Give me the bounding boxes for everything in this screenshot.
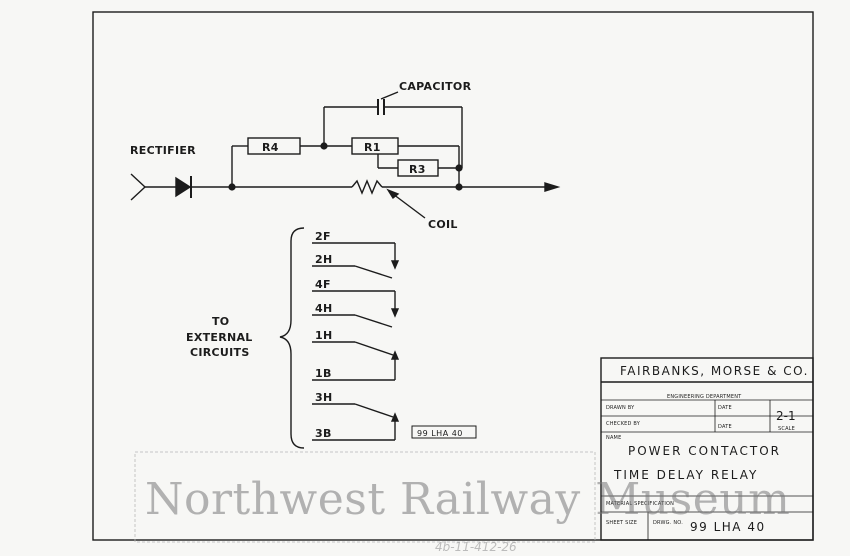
checked-by-label: CHECKED BY xyxy=(606,421,641,427)
capacitor-label: CAPACITOR xyxy=(399,80,472,93)
title-line-1: POWER CONTACTOR xyxy=(628,444,781,458)
coil-label: COIL xyxy=(428,218,458,231)
input-terminal xyxy=(130,173,147,201)
contact-label-2f: 2F xyxy=(315,230,331,243)
sheet-size-label: SHEET SIZE xyxy=(606,520,637,526)
contact-label-4f: 4F xyxy=(315,278,331,291)
drawing-tag-box xyxy=(411,425,477,439)
drawing-number: 99 LHA 40 xyxy=(690,520,766,534)
coil xyxy=(351,179,383,195)
name-label: NAME xyxy=(606,435,621,441)
scale-label: SCALE xyxy=(778,426,795,432)
contact-label-1b: 1B xyxy=(315,367,332,380)
date-label-2: DATE xyxy=(718,424,732,430)
drawing-border xyxy=(92,11,814,541)
material-spec-label: MATERIAL SPECIFICATION xyxy=(606,501,674,507)
rectifier-diode xyxy=(175,176,192,198)
drawing-no-label: DRWG. NO. xyxy=(653,520,683,526)
drawn-by-label: DRAWN BY xyxy=(606,405,635,411)
r1-label: R1 xyxy=(364,141,381,154)
output-arrow xyxy=(544,182,561,192)
junction-dot xyxy=(320,142,328,150)
junction-dot xyxy=(455,164,463,172)
junction-dot xyxy=(228,183,236,191)
external-circuits-label-1: TO xyxy=(212,315,229,328)
contact-label-3h: 3H xyxy=(315,391,332,404)
r3-label: R3 xyxy=(409,163,426,176)
junction-dot xyxy=(455,183,463,191)
title-block xyxy=(600,357,814,541)
pencil-sketch-box xyxy=(134,451,596,543)
contact-label-2h: 2H xyxy=(315,253,332,266)
drawing-tag: 99 LHA 40 xyxy=(417,429,463,438)
company-name: FAIRBANKS, MORSE & CO. xyxy=(620,364,809,378)
contact-label-3b: 3B xyxy=(315,427,332,440)
scale-value: 2-1 xyxy=(776,409,796,423)
external-circuits-label-3: CIRCUITS xyxy=(190,346,250,359)
title-line-2: TIME DELAY RELAY xyxy=(613,468,758,482)
external-circuits-brace xyxy=(279,227,305,449)
contact-label-4h: 4H xyxy=(315,302,332,315)
external-circuits-label-2: EXTERNAL xyxy=(186,331,253,344)
r4-label: R4 xyxy=(262,141,279,154)
pencil-note: 4b-11-412-26 xyxy=(435,540,517,554)
contact-label-1h: 1H xyxy=(315,329,332,342)
rectifier-label: RECTIFIER xyxy=(130,144,196,157)
museum-watermark: Northwest Railway Museum xyxy=(145,474,791,525)
department: ENGINEERING DEPARTMENT xyxy=(667,394,742,400)
date-label-1: DATE xyxy=(718,405,732,411)
